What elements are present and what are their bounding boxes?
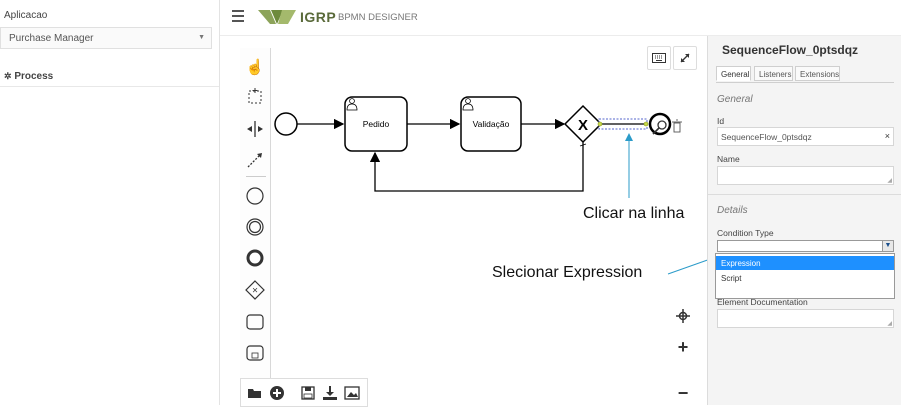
option-expression[interactable]: Expression	[716, 256, 894, 270]
download-icon[interactable]	[321, 384, 339, 402]
resize-handle-icon[interactable]: ◢	[887, 178, 892, 184]
zoom-in-icon[interactable]: +	[677, 336, 689, 357]
fullscreen-icon[interactable]	[673, 46, 697, 70]
tab-extensions[interactable]: Extensions	[795, 66, 840, 81]
tab-general[interactable]: General	[716, 66, 751, 81]
application-label: Aplicacao	[4, 10, 48, 21]
divider	[0, 86, 219, 87]
application-select-value: Purchase Manager	[9, 33, 94, 44]
user-task-icon	[462, 98, 474, 111]
clear-icon[interactable]: ×	[884, 131, 890, 141]
global-connect-tool-icon[interactable]	[244, 149, 266, 171]
brand-subtitle: BPMN DESIGNER	[338, 12, 418, 23]
section-general: General	[717, 94, 753, 105]
brand-name: IGRP	[300, 9, 337, 25]
keyboard-icon[interactable]	[647, 46, 671, 70]
flow-handle[interactable]	[643, 121, 649, 127]
reset-zoom-icon[interactable]	[672, 305, 694, 327]
condition-type-label: Condition Type	[717, 228, 774, 238]
condition-type-options: Expression Script	[715, 253, 895, 299]
chevron-down-icon[interactable]: ▼	[882, 241, 893, 251]
id-label: Id	[717, 116, 725, 126]
gateway-x-icon: X	[578, 117, 588, 134]
id-input-value: SequenceFlow_0ptsdqz	[721, 132, 812, 142]
space-tool-icon[interactable]	[244, 118, 266, 140]
logo-icon	[258, 10, 296, 24]
image-icon[interactable]	[343, 384, 361, 402]
end-event-tool-icon[interactable]	[244, 247, 266, 269]
gear-icon: ✲	[4, 71, 12, 81]
annotation-click-line: Clicar na linha	[583, 205, 685, 222]
lasso-tool-icon[interactable]	[244, 86, 266, 108]
element-documentation-input[interactable]: ◢	[717, 309, 894, 328]
open-folder-icon[interactable]	[246, 384, 264, 402]
diagram-canvas[interactable]	[220, 36, 706, 405]
chevron-down-icon: ▼	[198, 34, 205, 41]
palette-divider	[246, 176, 266, 177]
top-bar: IGRP BPMN DESIGNER	[220, 0, 901, 36]
properties-title: SequenceFlow_0ptsdqz	[722, 43, 859, 57]
element-documentation-label: Element Documentation	[717, 297, 808, 307]
menu-icon[interactable]	[232, 10, 244, 25]
flow-handle[interactable]	[597, 121, 603, 127]
bottom-toolbar	[240, 378, 368, 407]
option-script[interactable]: Script	[721, 274, 742, 283]
add-circle-icon[interactable]	[268, 384, 286, 402]
svg-text:×: ×	[252, 286, 258, 297]
annotation-select-expression: Slecionar Expression	[492, 264, 643, 281]
save-icon[interactable]	[299, 384, 317, 402]
start-event[interactable]	[274, 112, 298, 136]
condition-type-select[interactable]: ▼	[717, 240, 894, 252]
task-validacao-label: Validação	[473, 119, 510, 129]
process-section[interactable]: ✲ Process	[4, 71, 53, 82]
sequence-flow-loop[interactable]	[369, 142, 584, 192]
gateway-tool-icon[interactable]: ×	[244, 279, 266, 301]
id-input[interactable]: SequenceFlow_0ptsdqz ×	[717, 127, 894, 146]
left-sidebar	[0, 0, 220, 405]
task-pedido-label: Pedido	[363, 119, 390, 129]
resize-handle-icon[interactable]: ◢	[887, 321, 892, 327]
start-event-tool-icon[interactable]	[244, 185, 266, 207]
wrench-icon[interactable]	[652, 120, 667, 135]
end-event[interactable]	[648, 112, 672, 136]
application-select[interactable]: Purchase Manager ▼	[0, 27, 212, 49]
zoom-out-icon[interactable]: −	[677, 382, 689, 403]
task-tool-icon[interactable]	[244, 311, 266, 333]
subprocess-tool-icon[interactable]	[244, 342, 266, 364]
tab-listeners[interactable]: Listeners	[754, 66, 793, 81]
intermediate-event-tool-icon[interactable]	[244, 216, 266, 238]
section-details: Details	[717, 205, 748, 216]
trash-icon[interactable]	[672, 119, 682, 133]
hand-tool-icon[interactable]: ☝	[245, 59, 265, 76]
name-label: Name	[717, 154, 740, 164]
tabs-underline	[716, 82, 894, 83]
properties-panel	[707, 36, 901, 405]
user-task-icon	[346, 98, 358, 111]
tool-palette: ☝ ×	[240, 48, 271, 388]
divider	[707, 194, 901, 195]
name-input[interactable]: ◢	[717, 166, 894, 185]
process-label: Process	[14, 71, 54, 82]
